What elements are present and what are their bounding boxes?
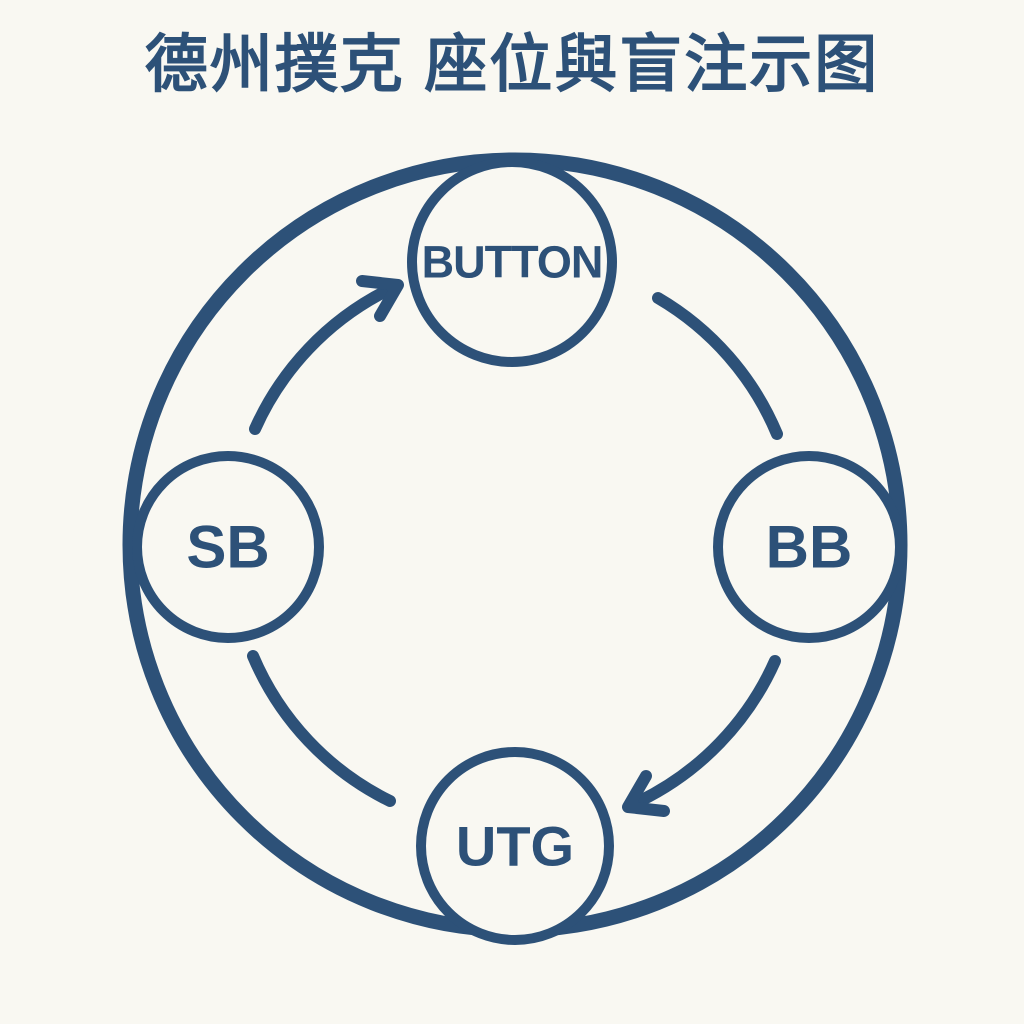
seat-sb-label: SB: [186, 514, 269, 581]
seat-bb-label: BB: [766, 514, 853, 581]
seat-button-circle: [407, 157, 617, 367]
seat-button-label: BUTTON: [422, 237, 603, 288]
arc-utg-to-sb: [247, 650, 396, 807]
page-title: 德州撲克 座位與盲注示图: [144, 30, 880, 100]
arrow-bb-to-utg-shaft: [634, 655, 781, 807]
seat-sb-circle: [132, 451, 324, 643]
arc-button-to-bb: [652, 292, 783, 440]
seat-bb-circle: [713, 451, 905, 643]
seat-button: BUTTON: [407, 157, 617, 367]
seat-bb: BB: [713, 451, 905, 643]
arrow-sb-to-button-head-icon: [356, 275, 404, 322]
seat-sb: SB: [132, 451, 324, 643]
arrow-bb-to-utg-head-icon: [622, 770, 670, 817]
seat-utg-label: UTG: [456, 815, 574, 878]
seat-utg: UTG: [416, 747, 614, 945]
arrow-sb-to-button-shaft: [249, 285, 392, 435]
rotation-arrows: [247, 275, 783, 817]
seat-utg-circle: [416, 747, 614, 945]
